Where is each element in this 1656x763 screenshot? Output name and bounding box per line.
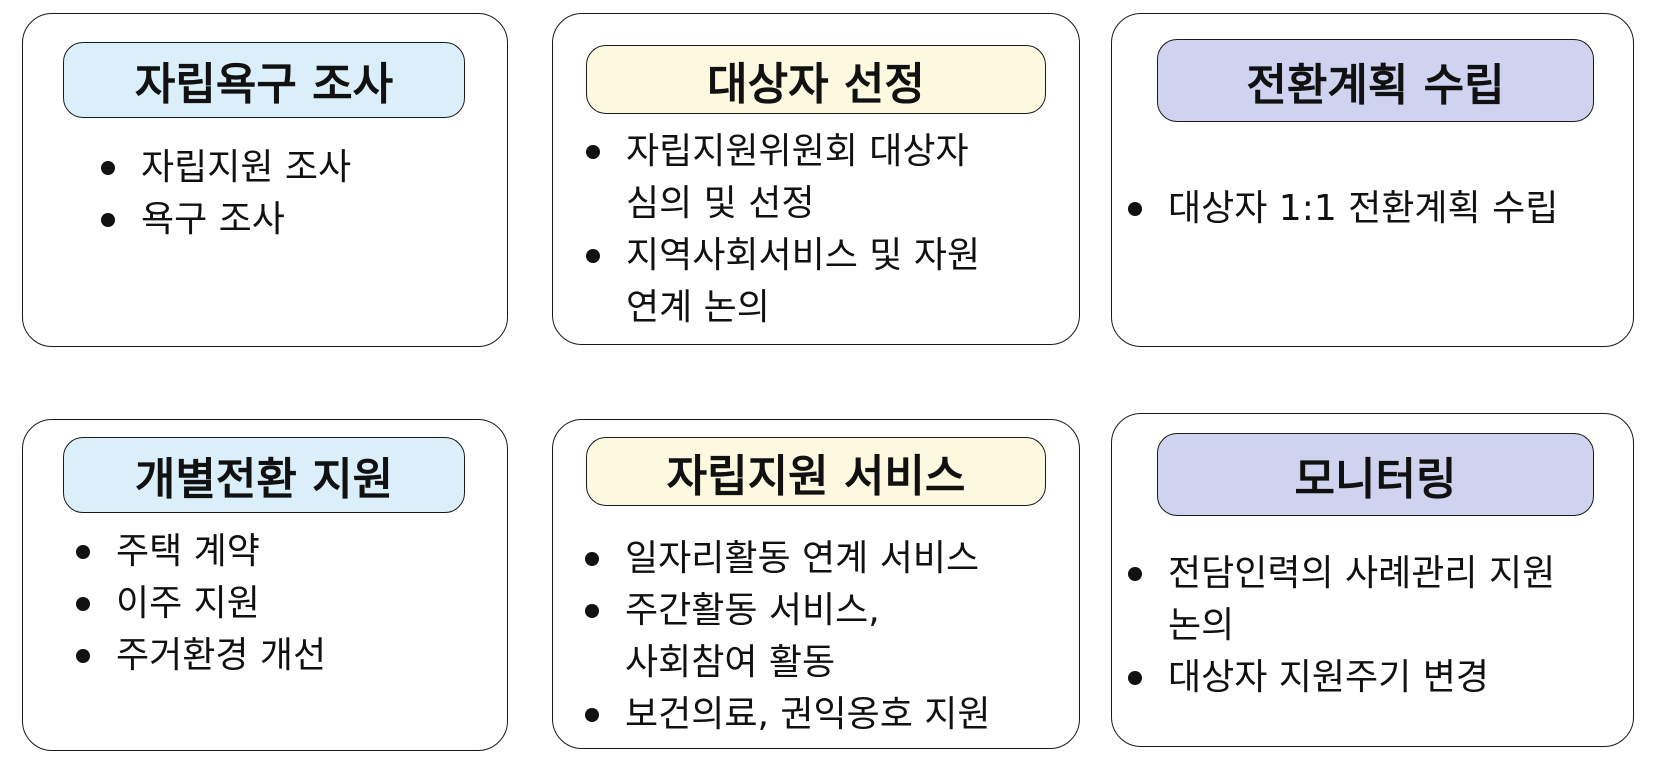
list-item: 자립지원위원회 대상자 심의 및 선정 bbox=[578, 126, 1068, 230]
item-list: 자립지원 조사 욕구 조사 bbox=[93, 142, 493, 246]
card-independence-support-service: 자립지원 서비스 일자리활동 연계 서비스 주간활동 서비스, 사회참여 활동 … bbox=[552, 419, 1080, 749]
card-title: 전환계획 수립 bbox=[1157, 39, 1594, 122]
list-item: 자립지원 조사 bbox=[93, 142, 493, 194]
item-list: 전담인력의 사례관리 지원 논의 대상자 지원주기 변경 bbox=[1120, 548, 1630, 704]
item-list: 대상자 1:1 전환계획 수립 bbox=[1120, 183, 1630, 235]
card-monitoring: 모니터링 전담인력의 사례관리 지원 논의 대상자 지원주기 변경 bbox=[1111, 413, 1634, 747]
card-independence-needs-survey: 자립욕구 조사 자립지원 조사 욕구 조사 bbox=[22, 13, 508, 347]
list-item: 대상자 지원주기 변경 bbox=[1120, 652, 1630, 704]
list-item: 지역사회서비스 및 자원 연계 논의 bbox=[578, 230, 1068, 334]
card-title: 자립욕구 조사 bbox=[63, 42, 465, 118]
list-item: 이주 지원 bbox=[68, 578, 488, 630]
card-title: 자립지원 서비스 bbox=[586, 437, 1046, 506]
card-title: 모니터링 bbox=[1157, 433, 1594, 516]
card-title: 개별전환 지원 bbox=[63, 437, 465, 513]
item-list: 주택 계약 이주 지원 주거환경 개선 bbox=[68, 526, 488, 682]
card-title: 대상자 선정 bbox=[586, 45, 1046, 114]
list-item: 보건의료, 권익옹호 지원 bbox=[577, 689, 1072, 741]
card-transition-plan: 전환계획 수립 대상자 1:1 전환계획 수립 bbox=[1111, 13, 1634, 347]
list-item: 욕구 조사 bbox=[93, 194, 493, 246]
card-target-selection: 대상자 선정 자립지원위원회 대상자 심의 및 선정 지역사회서비스 및 자원 … bbox=[552, 13, 1080, 345]
list-item: 일자리활동 연계 서비스 bbox=[577, 533, 1072, 585]
item-list: 일자리활동 연계 서비스 주간활동 서비스, 사회참여 활동 보건의료, 권익옹… bbox=[577, 533, 1072, 741]
item-list: 자립지원위원회 대상자 심의 및 선정 지역사회서비스 및 자원 연계 논의 bbox=[578, 126, 1068, 334]
list-item: 전담인력의 사례관리 지원 논의 bbox=[1120, 548, 1630, 652]
list-item: 주택 계약 bbox=[68, 526, 488, 578]
card-individual-transition-support: 개별전환 지원 주택 계약 이주 지원 주거환경 개선 bbox=[22, 419, 508, 751]
list-item: 주간활동 서비스, 사회참여 활동 bbox=[577, 585, 1072, 689]
list-item: 대상자 1:1 전환계획 수립 bbox=[1120, 183, 1630, 235]
list-item: 주거환경 개선 bbox=[68, 630, 488, 682]
